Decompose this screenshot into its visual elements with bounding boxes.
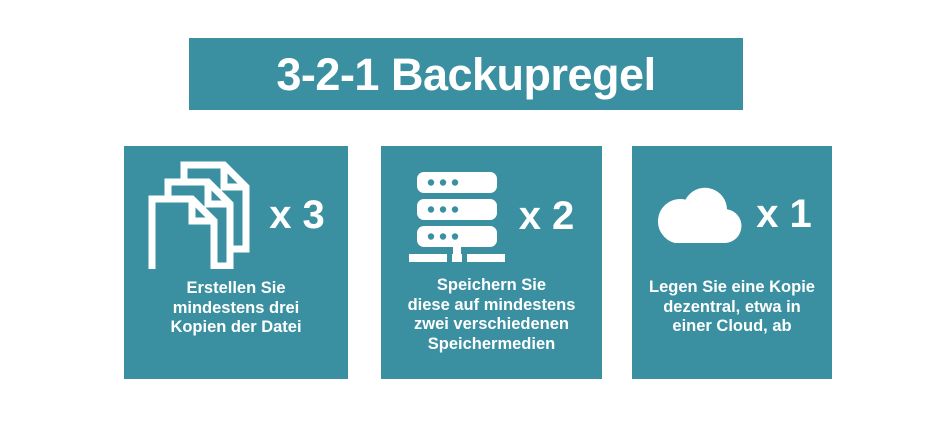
icon-row: x 3: [124, 146, 348, 277]
caption-line: Erstellen Sie: [186, 279, 286, 297]
documents-stack-icon: [147, 161, 253, 269]
caption-line: Speichern Sie: [436, 276, 547, 294]
title-banner: 3-2-1 Backupregel: [189, 38, 743, 110]
card-caption: Erstellen Sie mindestens drei Kopien der…: [124, 279, 348, 338]
multiplier-label: x 1: [756, 192, 812, 236]
cloud-icon: [652, 183, 744, 245]
icon-row: x 1: [632, 146, 832, 274]
caption-line: einer Cloud, ab: [672, 317, 792, 335]
multiplier-label: x 2: [518, 194, 575, 238]
caption-line: zwei verschiedenen: [414, 315, 569, 333]
caption-line: Legen Sie eine Kopie: [649, 278, 815, 296]
caption-line: dezentral, etwa in: [663, 297, 801, 316]
icon-row: x 2: [381, 146, 602, 276]
card-caption: Speichern Sie diese auf mindestens zwei …: [381, 276, 602, 354]
card-caption: Legen Sie eine Kopie dezentral, etwa in …: [632, 278, 832, 337]
rule-card-media: x 2 Speichern Sie diese auf mindestens z…: [381, 146, 602, 379]
caption-line: mindestens drei: [172, 298, 300, 317]
caption-line: Kopien der Datei: [170, 318, 302, 336]
caption-line: Speichermedien: [427, 334, 556, 353]
page-title: 3-2-1 Backupregel: [276, 48, 656, 100]
multiplier-label: x 3: [269, 192, 325, 237]
rule-card-copies: x 3 Erstellen Sie mindestens drei Kopien…: [124, 146, 348, 379]
server-stack-icon: [408, 170, 505, 262]
rule-card-cloud: x 1 Legen Sie eine Kopie dezentral, etwa…: [632, 146, 832, 379]
caption-line: diese auf mindestens: [407, 295, 576, 314]
